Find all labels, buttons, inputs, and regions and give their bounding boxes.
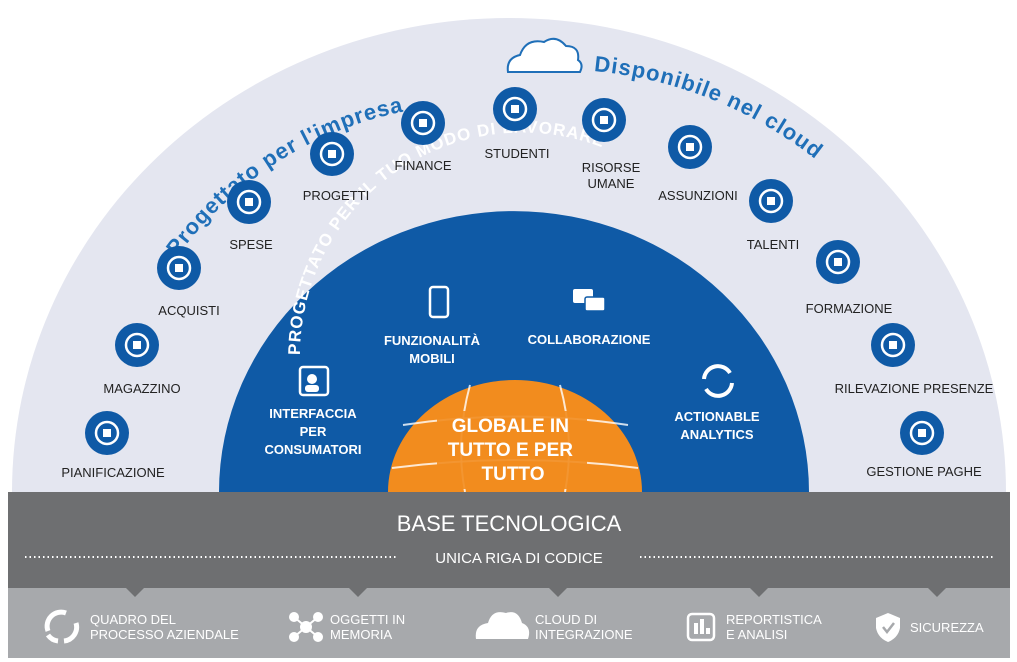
clock-refresh-icon	[871, 323, 915, 367]
outer-item-talenti[interactable]: TALENTI	[747, 179, 800, 252]
outer-item-label: FORMAZIONE	[806, 301, 893, 316]
base-subtitle: UNICA RIGA DI CODICE	[435, 550, 603, 567]
inner-item-label: COLLABORAZIONE	[528, 332, 651, 347]
outer-item-formazione[interactable]: FORMAZIONE	[806, 240, 893, 316]
outer-items: PIANIFICAZIONE MAGAZZINO ACQUISTI SPESE PROG…	[61, 87, 994, 480]
user-window-icon	[298, 365, 330, 397]
smartphone-icon	[428, 285, 450, 319]
core-text-line-1: GLOBALE IN	[452, 416, 569, 437]
outer-item-label: FINANCE	[394, 158, 451, 173]
cloud-integration-icon	[475, 612, 530, 639]
shield-check-icon	[876, 613, 900, 642]
base-feature-5[interactable]: SICUREZZA	[876, 613, 984, 642]
outer-item-label: ASSUNZIONI	[658, 188, 737, 203]
inner-item-3[interactable]: COLLABORAZIONE	[528, 289, 651, 347]
calculator-icon	[227, 180, 271, 224]
checklist-icon	[310, 132, 354, 176]
compass-icon	[85, 411, 129, 455]
inner-arc-band	[219, 211, 809, 493]
cycle-arrows-icon	[702, 364, 734, 398]
outer-item-acquisti[interactable]: ACQUISTI	[157, 246, 220, 318]
notch-triangle	[349, 588, 367, 597]
pie-star-icon	[401, 101, 445, 145]
outer-item-progetti[interactable]: PROGETTI	[303, 132, 369, 203]
report-chart-icon	[686, 612, 716, 642]
person-folder-icon	[582, 98, 626, 142]
outer-item-label: SPESE	[229, 237, 273, 252]
outer-item-studenti[interactable]: STUDENTI	[485, 87, 550, 161]
outer-item-finance[interactable]: FINANCE	[394, 101, 452, 173]
outer-item-label: RILEVAZIONE PRESENZE	[835, 381, 994, 396]
cloud-outline-icon	[506, 37, 583, 73]
chat-bubbles-icon	[573, 289, 606, 312]
core-text-line-2: TUTTO E PER	[448, 440, 574, 461]
base-title: BASE TECNOLOGICA	[397, 511, 622, 536]
outer-item-spese[interactable]: SPESE	[227, 180, 273, 252]
outer-item-magazzino[interactable]: MAGAZZINO	[103, 323, 181, 396]
outer-item-label: TALENTI	[747, 237, 800, 252]
notch-triangle	[549, 588, 567, 597]
process-cycle-icon	[44, 609, 80, 644]
notch-triangle	[750, 588, 768, 597]
core-text-line-3: TUTTO	[482, 464, 545, 485]
outer-item-label: GESTIONE PAGHE	[866, 464, 982, 479]
notch-triangle	[928, 588, 946, 597]
base-feature-label: SICUREZZA	[910, 620, 984, 635]
outer-item-label: MAGAZZINO	[103, 381, 180, 396]
box-barcode-icon	[115, 323, 159, 367]
person-laptop-icon	[816, 240, 860, 284]
person-add-icon	[668, 125, 712, 169]
svg-text:GLOBALE IN TUTTO E PER: GLOBALE IN TUTTO E PER TUTTO	[448, 416, 579, 485]
outer-item-rilevazione-presenze[interactable]: RILEVAZIONE PRESENZE	[835, 323, 994, 396]
outer-item-label: PROGETTI	[303, 188, 369, 203]
outer-item-label: ACQUISTI	[158, 303, 219, 318]
base-band	[8, 492, 1010, 588]
notch-triangle	[126, 588, 144, 597]
cart-plus-icon	[157, 246, 201, 290]
outer-item-gestione-paghe[interactable]: GESTIONE PAGHE	[866, 411, 982, 479]
core-globe: GLOBALE IN TUTTO E PER TUTTO	[388, 380, 642, 493]
outer-item-label: PIANIFICAZIONE	[61, 465, 165, 480]
outer-item-pianificazione[interactable]: PIANIFICAZIONE	[61, 411, 165, 480]
molecule-icon	[289, 612, 323, 642]
calendar-grid-icon	[900, 411, 944, 455]
person-search-icon	[749, 179, 793, 223]
outer-item-assunzioni[interactable]: ASSUNZIONI	[658, 125, 738, 203]
graduates-icon	[493, 87, 537, 131]
outer-item-label: STUDENTI	[485, 146, 550, 161]
